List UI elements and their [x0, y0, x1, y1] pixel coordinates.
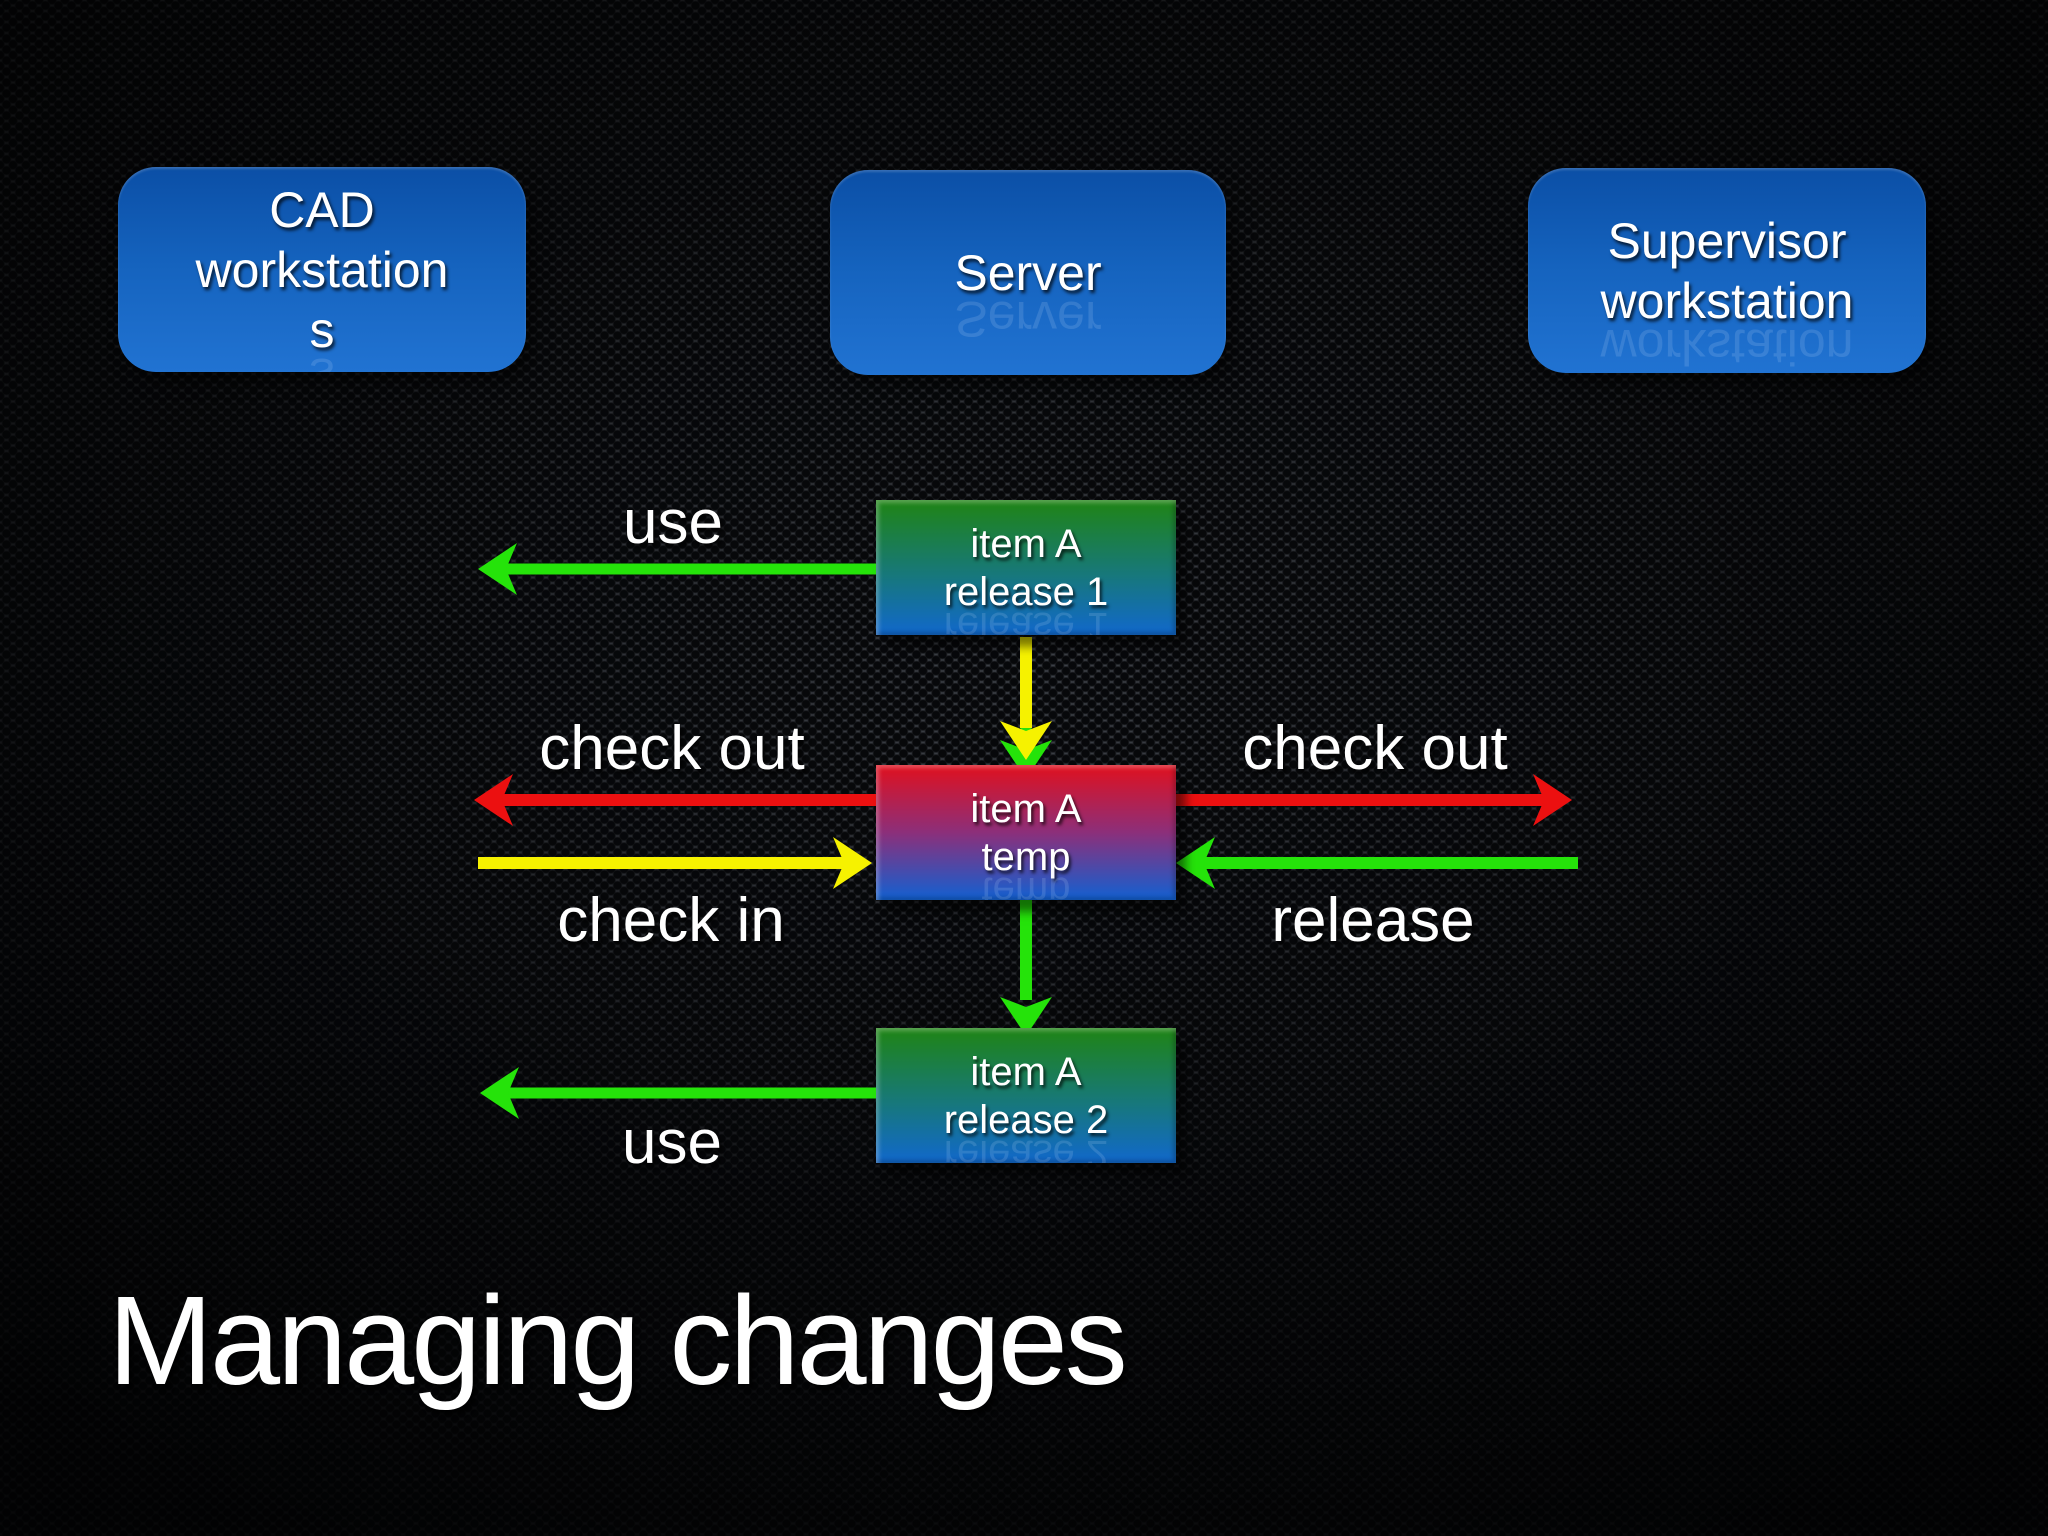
- label-checkout-left: check out: [539, 714, 805, 783]
- node-item-a-release-1: item A release 1 item A release 1: [876, 500, 1176, 635]
- label-checkout-right: check out: [1242, 714, 1508, 783]
- arrow-release-right: [1176, 837, 1578, 889]
- arrow-checkin-left: [478, 837, 872, 889]
- label-checkin-left: check in: [557, 886, 785, 955]
- node-cad-workstations: CAD workstations CAD workstations: [118, 167, 526, 372]
- node-cad-label-reflection: CAD workstations: [190, 346, 454, 373]
- node-release1-label: item A release 1 item A release 1: [926, 520, 1126, 636]
- node-supervisor-label: Supervisor workstation Supervisor workst…: [1552, 211, 1902, 374]
- node-temp-label-reflection: item A temp: [981, 868, 1071, 901]
- node-release2-label-reflection: item A release 2: [943, 1131, 1109, 1164]
- slide-title: Managing changes: [108, 1270, 1128, 1411]
- node-server: Server Server: [830, 170, 1226, 375]
- node-cad-label: CAD workstations CAD workstations: [190, 180, 454, 373]
- node-item-a-temp: item A temp item A temp: [876, 765, 1176, 900]
- node-server-label: Server Server: [896, 243, 1160, 347]
- node-supervisor-label-reflection: Supervisor workstation: [1600, 318, 1854, 374]
- arrow-new-version-down: [1000, 637, 1052, 760]
- node-temp-label: item A temp item A temp: [926, 785, 1126, 901]
- node-item-a-release-2: item A release 2 item A release 2: [876, 1028, 1176, 1163]
- arrow-to-release2-down: [1000, 898, 1052, 1036]
- label-use-bottom: use: [622, 1108, 722, 1177]
- node-release2-label: item A release 2 item A release 2: [926, 1048, 1126, 1164]
- node-release1-label-reflection: item A release 1: [943, 603, 1109, 636]
- node-server-label-reflection: Server: [954, 290, 1102, 347]
- label-use-top: use: [623, 488, 723, 557]
- label-release-right: release: [1271, 886, 1475, 955]
- node-supervisor-workstation: Supervisor workstation Supervisor workst…: [1528, 168, 1926, 373]
- arrow-new-version-down-green: [1000, 645, 1052, 779]
